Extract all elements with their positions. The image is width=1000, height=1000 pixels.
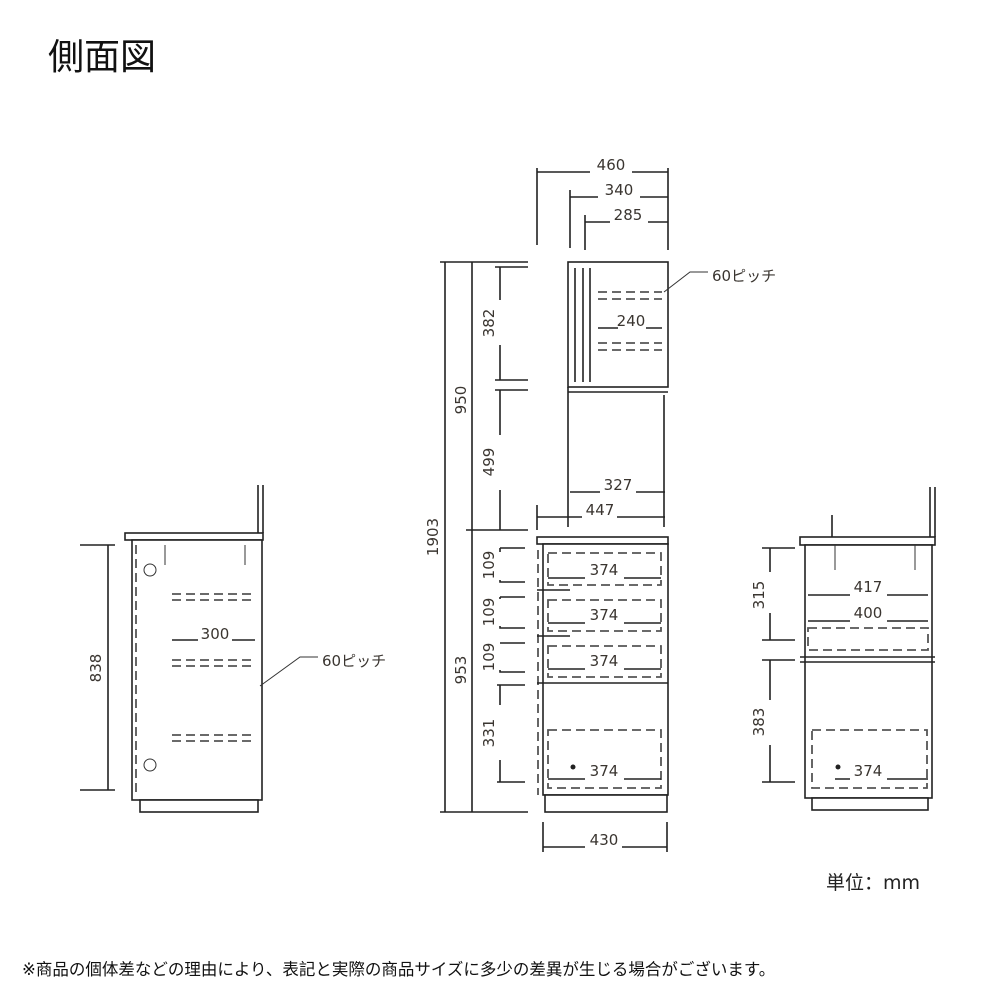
dim-417: 417 — [854, 578, 883, 596]
dim-953: 953 — [452, 656, 470, 685]
pitch-label-left: 60ピッチ — [322, 652, 386, 670]
dim-374: 374 — [590, 606, 619, 624]
dim-430: 430 — [590, 831, 619, 849]
dim-383: 383 — [750, 708, 768, 737]
dim-382: 382 — [480, 309, 498, 338]
drawer-depth-dims: 374 374 374 374 — [548, 561, 661, 780]
dim-315: 315 — [750, 581, 768, 610]
dim-374: 374 — [590, 561, 619, 579]
left-cabinet: 838 300 60ピッチ — [80, 485, 386, 813]
dim-height-838: 838 — [87, 654, 105, 683]
dim-374: 374 — [854, 762, 883, 780]
dim-109: 109 — [480, 643, 498, 672]
dim-374: 374 — [590, 652, 619, 670]
dim-447: 447 — [586, 501, 615, 519]
dim-374: 374 — [590, 762, 619, 780]
dim-340: 340 — [605, 181, 634, 199]
dim-109: 109 — [480, 551, 498, 580]
dim-shelf-300: 300 — [201, 625, 230, 643]
unit-label: 単位：mm — [826, 872, 921, 894]
dim-1903: 1903 — [424, 518, 442, 556]
dim-327: 327 — [604, 476, 633, 494]
disclaimer-note: ※商品の個体差などの理由により、表記と実際の商品サイズに多少の差異が生じる場合が… — [22, 960, 776, 979]
dim-460: 460 — [597, 156, 626, 174]
dim-950: 950 — [452, 386, 470, 415]
dim-109: 109 — [480, 598, 498, 627]
pitch-label-center: 60ピッチ — [712, 267, 776, 285]
dim-285: 285 — [614, 206, 643, 224]
dim-331: 331 — [480, 719, 498, 748]
dim-240: 240 — [617, 312, 646, 330]
dim-499: 499 — [480, 448, 498, 477]
right-cabinet: 315 383 417 400 374 — [750, 487, 936, 811]
center-cabinet: 460 340 285 240 60ピッチ 327 447 374 374 37… — [424, 156, 776, 852]
page-title: 側面図 — [48, 37, 157, 78]
dim-400: 400 — [854, 604, 883, 622]
